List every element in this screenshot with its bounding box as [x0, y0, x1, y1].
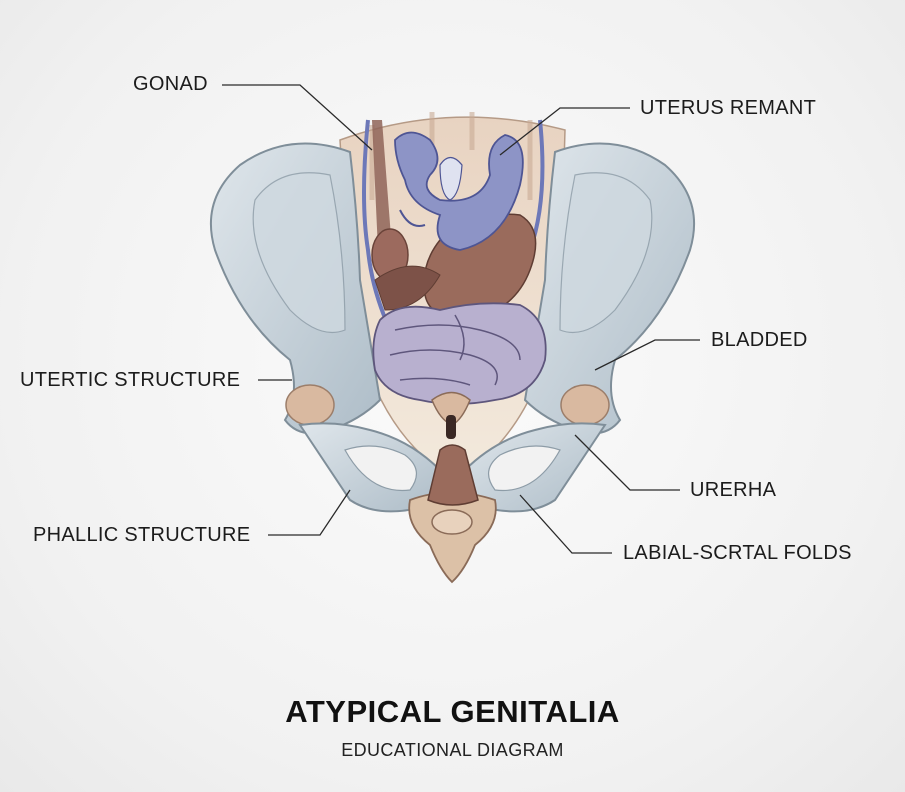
right-obturator: [488, 445, 561, 492]
label-phallic-structure: PHALLIC STRUCTURE: [33, 524, 251, 546]
labioscrotal-folds: [408, 491, 497, 584]
uterus-fimbria: [439, 156, 463, 201]
left-tube: [399, 209, 426, 227]
leader-uterus: [499, 107, 630, 156]
diagram-subtitle: EDUCATIONAL DIAGRAM: [341, 740, 564, 760]
bowel-folds: [389, 314, 521, 386]
label-ureteric-structure: UTERTIC STRUCTURE: [20, 369, 241, 391]
label-gonad: GONAD: [133, 73, 208, 95]
left-iliac-fossa: [252, 172, 346, 334]
left-obturator: [344, 445, 417, 492]
left-hip-joint: [285, 384, 335, 426]
label-labioscrotal-folds: LABIAL-SCRTAL FOLDS: [623, 542, 852, 564]
diagram-title: ATYPICAL GENITALIA: [285, 694, 620, 729]
phallic-glans: [431, 509, 473, 535]
phallic-structure: [427, 444, 479, 506]
label-uterus-remnant: UTERUS REMANT: [640, 97, 817, 119]
leader-gonad: [222, 84, 373, 151]
left-vessel: [362, 119, 392, 331]
leader-lines: [222, 84, 700, 554]
gonad-cord: [372, 120, 392, 250]
bladder-neck: [431, 391, 471, 426]
leader-labioscrotal: [519, 494, 612, 554]
label-bladder: BLADDED: [711, 329, 808, 351]
leader-urethra: [574, 434, 680, 491]
right-iliac-fossa: [559, 172, 653, 334]
right-hip-joint: [560, 384, 610, 426]
urethral-opening: [446, 415, 456, 439]
leader-phallic: [268, 489, 351, 536]
leader-bladder: [594, 339, 700, 371]
uterus-remnant: [394, 131, 524, 251]
label-urethra: URERHA: [690, 479, 777, 501]
